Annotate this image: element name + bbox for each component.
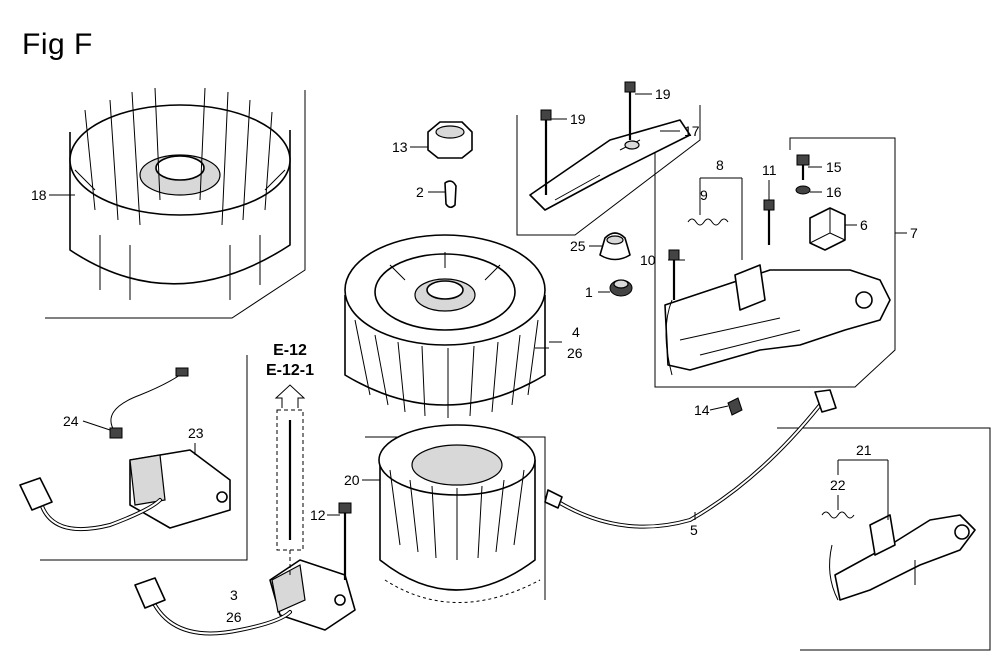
callout-21: 21 [856,442,872,458]
part-18-flywheel [69,87,291,300]
part-6-switch [809,207,846,251]
part-10-bolt [668,249,680,300]
part-4-fan-flywheel [344,234,546,418]
part-17-stop-switch-plate [529,119,691,211]
callout-12: 12 [310,507,326,523]
part-5-lead-wire [544,389,837,529]
figure-title: Fig F [22,28,93,61]
flywheel-panel-border [45,90,306,319]
part-7-control-base [664,264,891,376]
callout-24: 24 [63,413,79,429]
part-15-screw [796,154,810,180]
callout-14: 14 [694,402,710,418]
callout-10: 10 [640,252,656,268]
callout-9: 9 [700,187,708,203]
part-3-ignition-coil [134,559,356,636]
callout-22: 22 [830,477,846,493]
ignition-coil-panel-border [40,355,248,561]
callout-25: 25 [570,238,586,254]
part-1-grommet [609,279,633,297]
callout-20: 20 [344,472,360,488]
callout-26-flywheel: 26 [567,345,583,361]
part-9-spring [687,218,729,226]
control-panel-border [654,130,896,388]
callout-3: 3 [230,587,238,603]
callout-23: 23 [188,425,204,441]
stop-switch-panel-border [516,105,701,236]
callout-8: 8 [716,157,724,173]
callout-17: 17 [684,123,700,139]
callout-4: 4 [572,324,580,340]
part-22-spring [821,511,855,519]
part-25-cap [599,232,631,261]
callout-1: 1 [585,284,593,300]
part-24-ground-wire [109,367,189,439]
callout-7: 7 [910,225,918,241]
callout-5: 5 [690,522,698,538]
part-20-flywheel-ring-gear [378,424,541,603]
part-13-flywheel-nut [427,121,473,159]
callout-6: 6 [860,217,868,233]
callout-19-b: 19 [655,86,671,102]
part-14-clip [727,397,743,416]
callout-19-a: 19 [570,111,586,127]
part-19-bolt-a [540,109,552,195]
part-12-bolt [338,502,352,580]
callout-26-coil: 26 [226,609,242,625]
part-23-ignition-coil [19,449,231,532]
callout-16: 16 [826,184,842,200]
leader-lines [49,93,907,520]
part-21-control-option [829,514,976,601]
reference-e12: E-12 [273,342,307,359]
part-2-key [444,180,457,209]
callout-11: 11 [762,162,777,178]
callout-labels: 1 2 3 26 4 26 5 6 7 8 9 10 11 12 13 14 1… [31,86,918,625]
callout-13: 13 [392,139,408,155]
callout-2: 2 [416,184,424,200]
reference-e12-1: E-12-1 [265,362,315,379]
control-option-panel-border [777,427,991,651]
part-16-washer [795,185,811,195]
part-11-bolt [763,199,775,245]
callout-15: 15 [826,159,842,175]
part-19-bolt-b [624,81,636,140]
callout-18: 18 [31,187,47,203]
reference-arrow [274,384,306,575]
